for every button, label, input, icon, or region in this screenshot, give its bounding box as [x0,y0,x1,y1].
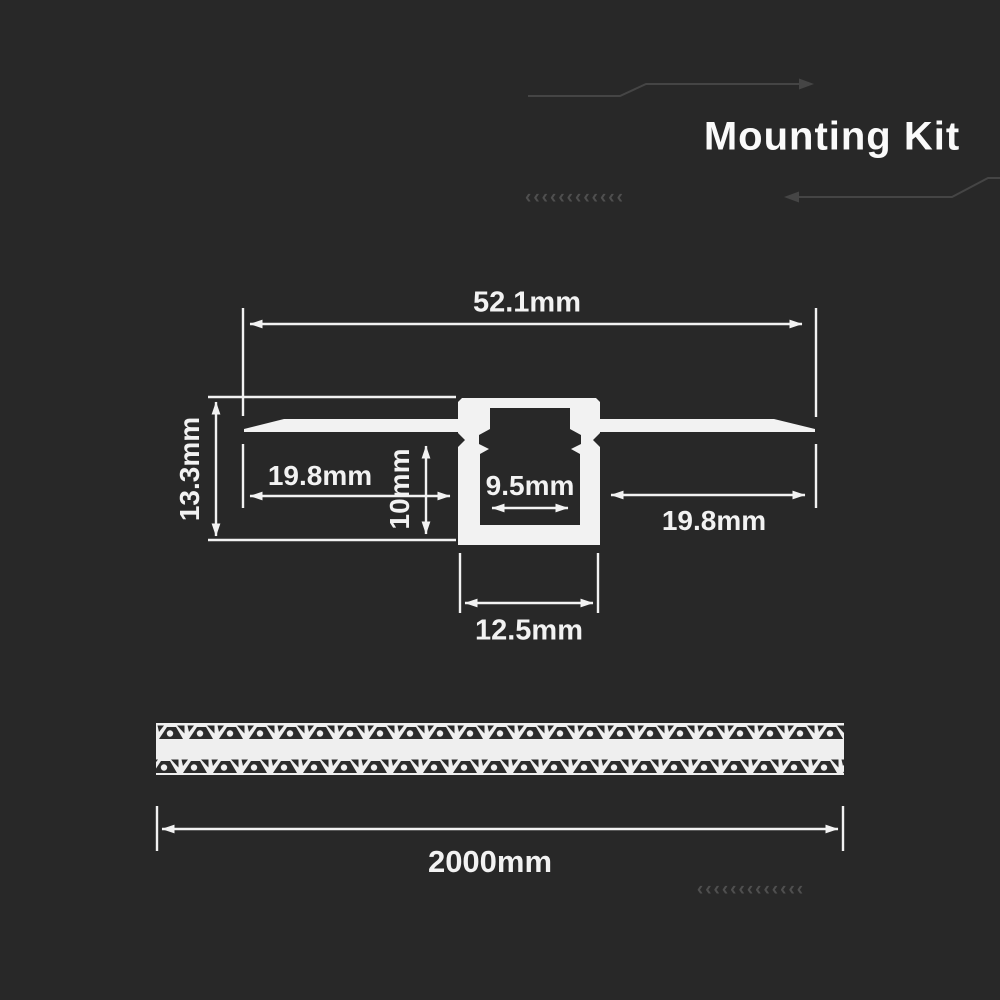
dim-label-right-flange: 19.8mm [661,505,767,536]
chevron-row-top-icon: ‹‹‹‹‹‹‹‹‹‹‹‹ [525,187,625,208]
strip-clip-row-top [156,723,844,741]
dimension-overall-height [208,395,456,542]
channel-cavity [479,408,581,525]
left-flange-wing [244,419,458,432]
circuit-trace-right [798,177,1000,198]
strip-center-band [156,741,844,757]
page-title: Mounting Kit [703,114,961,159]
circuit-trace-top-arrow-icon [799,78,814,90]
dimension-left-flange [241,444,451,508]
circuit-trace-top [528,83,800,97]
dimension-channel-width [458,553,600,613]
circuit-trace-right-arrow-icon [784,191,799,203]
chevron-row-bottom-icon: ‹‹‹‹‹‹‹‹‹‹‹‹‹ [696,879,806,900]
right-flange-wing [600,419,815,432]
dimension-right-flange [610,444,818,508]
dimension-length [155,806,845,851]
profile-strip [156,723,844,775]
dim-label-length: 2000mm [427,844,553,879]
dim-label-channel-width: 12.5mm [474,614,584,647]
strip-clip-row-bottom [156,757,844,775]
dim-label-inner-width: 9.5mm [485,470,575,501]
dim-label-overall-height: 13.3mm [174,416,205,522]
dim-label-overall-width: 52.1mm [472,286,582,319]
dim-label-inner-depth: 10mm [384,448,415,530]
dim-label-left-flange: 19.8mm [267,460,373,491]
